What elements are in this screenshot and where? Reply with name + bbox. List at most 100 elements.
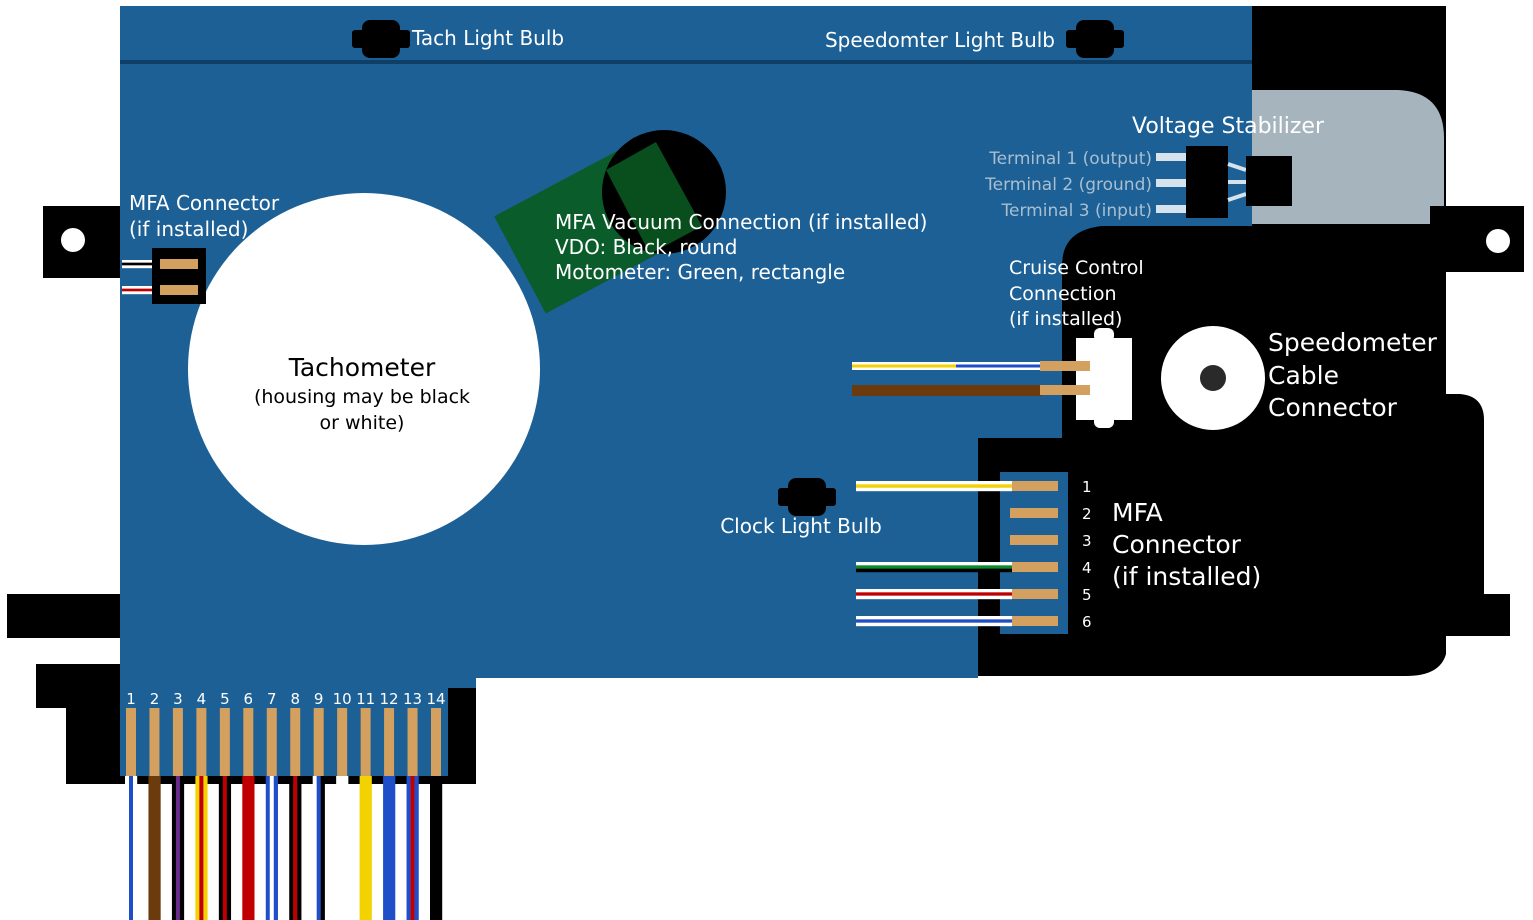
mfa-right-pin [1010,589,1058,599]
bottom-wire-stripe [203,776,208,920]
bottom-wire-stripe [199,776,204,920]
bottom-wire-stripe [336,776,349,920]
cruise-connector [1040,328,1132,428]
vacuum-label-3: Motometer: Green, rectangle [555,260,845,284]
cruise-connector-nub-top [1094,328,1114,342]
labels: Tach Light Bulb Speedomter Light Bulb Vo… [129,26,1438,591]
stabilizer-pin-3 [1156,205,1188,213]
cruise-connector-body [1076,338,1132,420]
tach-light-bulb [352,20,410,58]
mfa-left-wire-2 [122,286,162,295]
bottom-pin-number: 4 [197,690,207,708]
bottom-wire-stripe [383,776,396,920]
mfa-right-pin [1010,616,1058,626]
tachometer-labels: Tachometer (housing may be black or whit… [254,353,470,434]
clock-bulb-tab [778,488,836,506]
wires-layer [122,260,1042,396]
bottom-wire-stripe [133,776,138,920]
bottom-wire-stripe [175,776,181,920]
bottom-pin [407,708,418,776]
mfa-right-wire-stripe [856,562,1012,566]
bottom-pin-number: 14 [426,690,445,708]
bottom-wire [312,776,325,920]
left-lower-tab [7,594,123,638]
bottom-wire [125,776,138,920]
bottom-pin [172,708,183,776]
mfa-left-wire-1-stripe [122,265,162,269]
stabilizer-heatsink [1246,156,1292,206]
terminal-1-label: Terminal 1 (output) [988,149,1152,169]
left-mount-hole [61,228,85,252]
cruise-wire-1-stripe-b [956,364,1042,368]
mfa-right-connector-body [1000,472,1068,634]
mfa-right-pin [1010,535,1058,545]
bottom-wire [430,776,443,920]
bottom-pin [219,708,230,776]
bottom-wire-stripe [297,776,302,920]
mfa-right-wire [856,481,1012,492]
bottom-wire-stripe [179,776,185,920]
bottom-wire-stripe [406,776,411,920]
mfa-left-pin-1 [160,259,198,269]
mfa-right-wire-stripe [856,592,1012,596]
mfa-right-wire [856,616,1012,627]
bottom-wire-stripe [320,776,325,920]
voltage-stabilizer [1156,146,1292,218]
bottom-wire-stripe [359,776,372,920]
mfa-right-label-3: (if installed) [1112,562,1261,591]
mfa-right-pin-number: 1 [1082,478,1092,496]
right-mount-hole [1486,229,1510,253]
clock-bulb-label: Clock Light Bulb [720,514,882,538]
bottom-pin [243,708,254,776]
mfa-left-wire-1-stripe [122,260,162,263]
board-top-strip [120,6,1252,62]
bottom-pin-number: 9 [314,690,324,708]
stabilizer-gray-panel [1250,90,1444,226]
speedo-bulb-tab [1066,30,1124,48]
voltage-stabilizer-label: Voltage Stabilizer [1132,114,1325,139]
bottom-pin-number: 6 [244,690,254,708]
mfa-right-wire-stripe [856,484,1012,488]
bottom-pin-number: 3 [173,690,183,708]
clock-light-bulb [778,478,836,516]
bottom-wire-stripe [430,776,443,920]
mfa-right-pin-number: 4 [1082,559,1092,577]
speedo-bulb-label: Speedomter Light Bulb [825,28,1055,52]
mfa-right-pin [1010,508,1058,518]
bottom-wire-stripe [312,776,317,920]
mfa-right-wire-stripe [856,616,1012,620]
bottom-wire-stripe [195,776,200,920]
bottom-wire-stripe [414,776,419,920]
tachometer-sub-1: (housing may be black [254,386,470,408]
bottom-pin [313,708,324,776]
bottom-pin-number: 13 [403,690,422,708]
tach-bulb-label: Tach Light Bulb [411,26,564,50]
mfa-right-wire-stripe [856,622,1012,627]
bottom-wire-stripe [293,776,298,920]
mfa-right-wire [856,589,1012,600]
cruise-label-1: Cruise Control [1009,257,1144,279]
mfa-right-wire [856,562,1012,573]
speedo-cable-label-1: Speedometer [1268,328,1438,357]
bottom-pin [360,708,371,776]
bottom-wire [218,776,232,920]
bottom-wire-stripe [226,776,232,920]
stabilizer-pin-2 [1156,179,1188,187]
bottom-wire-stripe [269,776,274,920]
bottom-pin [126,708,136,776]
bottom-pin-number: 10 [333,690,352,708]
bottom-pin-number: 7 [267,690,277,708]
cruise-wire-2 [852,385,1042,396]
bottom-wire-stripe [289,776,294,920]
mfa-right-wire-stripe [856,487,1012,492]
bottom-wire [289,776,302,920]
bottom-pin [384,708,395,776]
mfa-right-label-2: Connector [1112,530,1242,559]
board-divider-line [120,60,1252,65]
mfa-right-pin [1010,481,1058,491]
bottom-wire-stripe [222,776,228,920]
bottom-pin-number: 8 [290,690,300,708]
mfa-left-label-1: MFA Connector [129,191,280,215]
